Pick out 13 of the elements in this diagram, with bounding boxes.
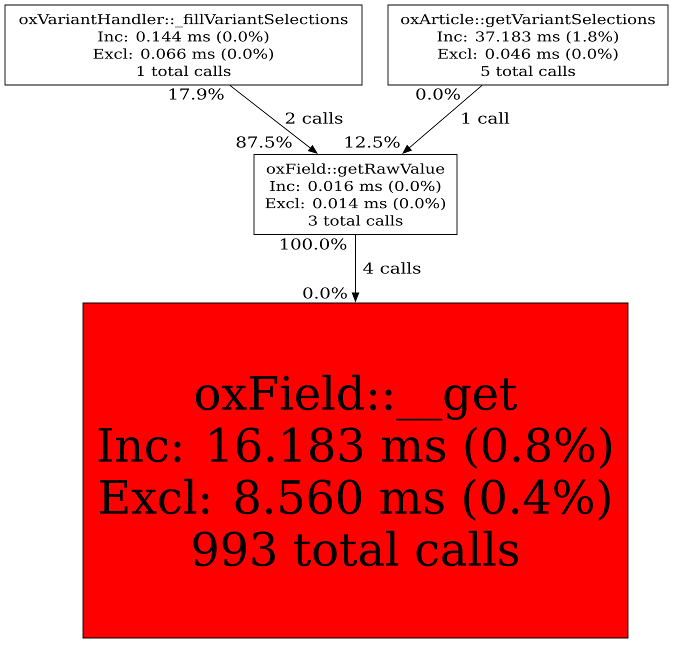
edge-label: 1 call: [459, 111, 511, 125]
percentage-label: 12.5%: [342, 135, 402, 149]
percentage-label: 0.0%: [301, 286, 349, 300]
edge-label: 4 calls: [362, 261, 422, 275]
percentage-label: 100.0%: [278, 237, 348, 251]
function-box: oxArticle::getVariantSelections Inc: 37.183 ms (1.8%) Excl: 0.046 ms (0.0%) 5 total calls: [388, 4, 668, 86]
percentage-label: 87.5%: [234, 135, 294, 149]
function-box: oxField::getRawValue Inc: 0.016 ms (0.0%) Excl: 0.014 ms (0.0%) 3 total calls: [254, 154, 458, 235]
percentage-label: 0.0%: [414, 87, 462, 101]
percentage-label: 17.9%: [166, 87, 226, 101]
function-box: oxVariantHandler::_fillVariantSelections Inc: 0.144 ms (0.0%) Excl: 0.066 ms (0.0%) 1 total calls: [4, 4, 362, 86]
hot-function-box: oxField::__get Inc: 16.183 ms (0.8%) Excl: 8.560 ms (0.4%) 993 total calls: [82, 302, 628, 638]
edge-label: 2 calls: [284, 111, 344, 125]
